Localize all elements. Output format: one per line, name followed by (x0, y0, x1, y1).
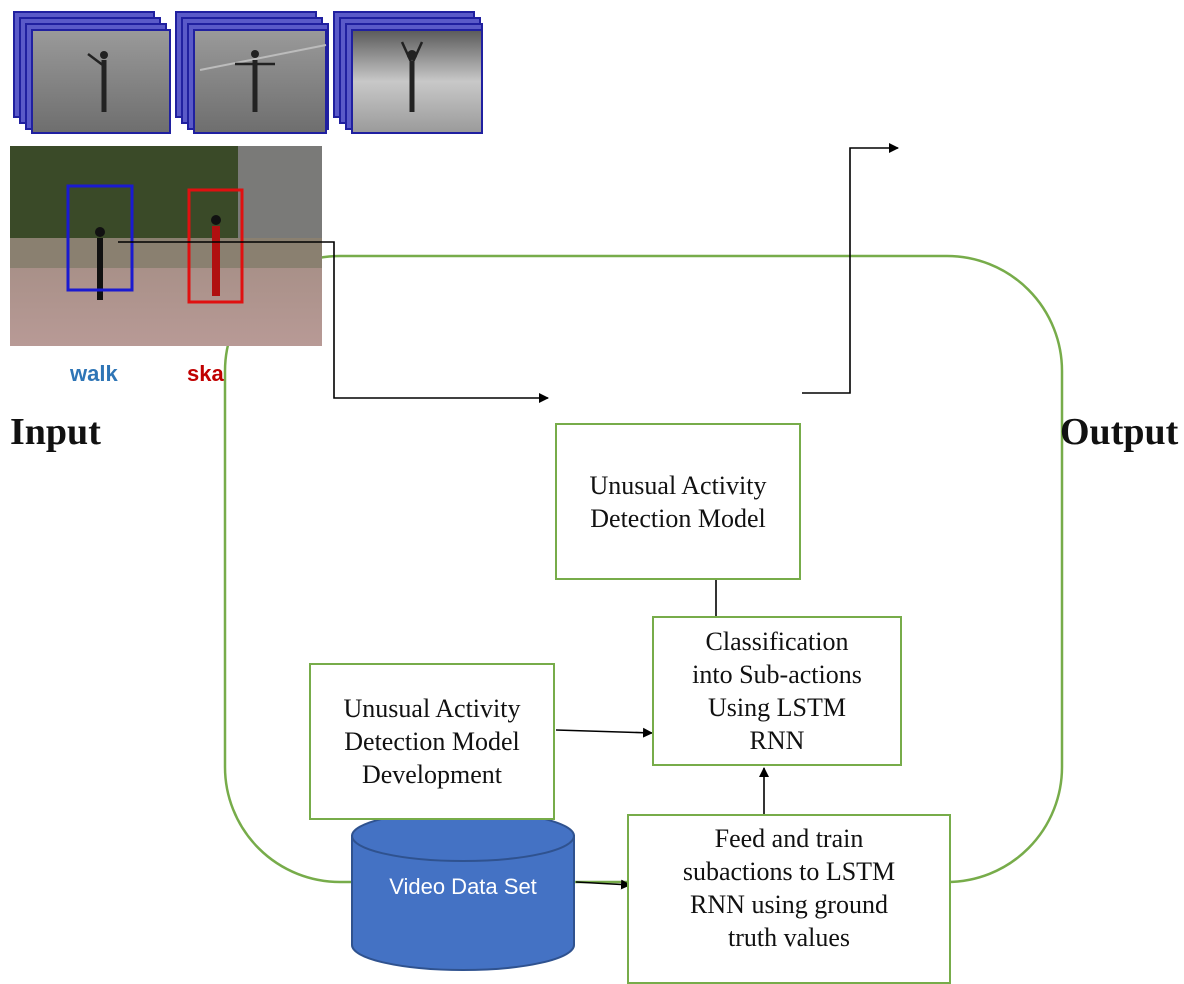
feed-train-text: Feed and train subactions to LSTM RNN us… (682, 824, 896, 952)
input-label: Input (10, 411, 101, 453)
ska-caption: ska (187, 361, 224, 386)
classification-text: Classification into Sub-actions Using LS… (692, 627, 862, 755)
ska-bounding-box (187, 188, 244, 304)
detection-model-box: Unusual Activity Detection Model (555, 423, 801, 580)
arrow-development-to-classification (555, 727, 653, 738)
video-data-set-database (351, 810, 575, 971)
video-thumbnail-stack-2 (175, 11, 329, 134)
development-text: Unusual Activity Detection Model Develop… (343, 694, 521, 789)
detection-model-text: Unusual Activity Detection Model (589, 470, 767, 533)
walk-caption: walk (70, 361, 118, 386)
video-data-set-label: Video Data Set (389, 874, 537, 899)
classification-box: Classification into Sub-actions Using LS… (652, 616, 902, 766)
street-scene-image (10, 146, 322, 346)
video-thumbnail-stack-3 (333, 11, 483, 134)
video-thumbnail-stack-1 (13, 11, 171, 134)
arrow-database-to-feed (575, 879, 631, 890)
output-label: Output (1060, 411, 1179, 453)
arrow-to-output (802, 143, 899, 394)
development-box: Unusual Activity Detection Model Develop… (309, 663, 555, 820)
arrow-input-to-model (118, 241, 549, 403)
feed-train-box: Feed and train subactions to LSTM RNN us… (627, 814, 951, 984)
walk-bounding-box (66, 184, 134, 292)
